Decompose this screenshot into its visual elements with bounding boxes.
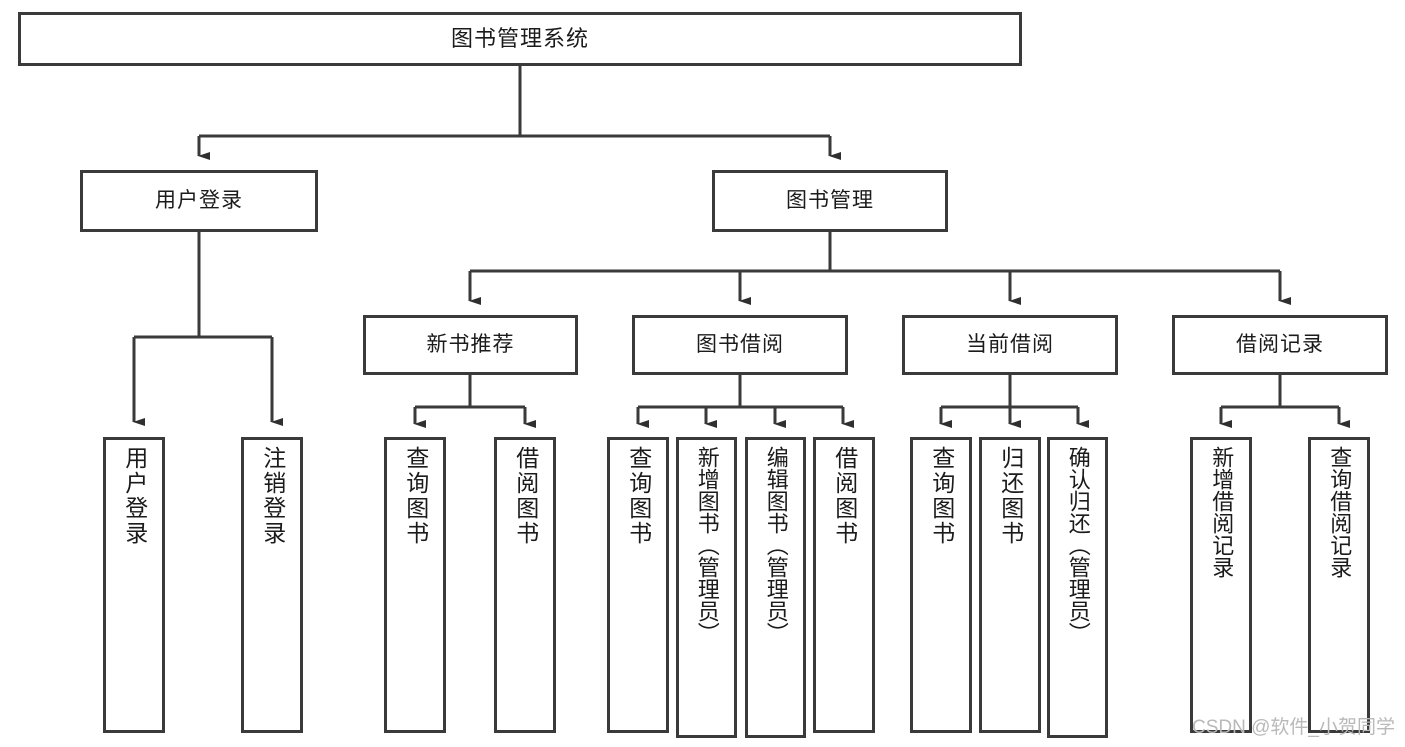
leaf-edit-book-admin-label: 编辑图书（管理员） — [763, 446, 789, 644]
leaf-add-borrow-record-label: 新增借阅记录 — [1209, 446, 1235, 578]
node-user-login[interactable]: 用户登录 — [80, 170, 318, 232]
node-root-label: 图书管理系统 — [450, 26, 589, 52]
leaf-return-book[interactable]: 归还图书 — [979, 437, 1041, 733]
leaf-user-login-label: 用户登录 — [121, 446, 148, 546]
node-new-book-recommend[interactable]: 新书推荐 — [363, 315, 578, 375]
leaf-borrow-book[interactable]: 借阅图书 — [813, 437, 875, 733]
watermark-text: CSDN @软件_小贺同学 — [1192, 717, 1395, 738]
leaf-logout-label: 注销登录 — [259, 446, 286, 546]
leaf-query-borrow-record-label: 查询借阅记录 — [1327, 446, 1353, 578]
leaf-user-login[interactable]: 用户登录 — [103, 437, 165, 733]
leaf-query-borrow-record[interactable]: 查询借阅记录 — [1308, 437, 1370, 733]
node-book-management-label: 图书管理 — [786, 188, 874, 212]
leaf-query-book-label: 查询图书 — [625, 446, 652, 546]
leaf-query-book-recommend[interactable]: 查询图书 — [384, 437, 446, 733]
node-root[interactable]: 图书管理系统 — [18, 12, 1022, 66]
leaf-query-book-recommend-label: 查询图书 — [402, 446, 429, 546]
node-borrow-record[interactable]: 借阅记录 — [1172, 315, 1388, 375]
node-current-borrow-label: 当前借阅 — [966, 332, 1054, 356]
leaf-logout[interactable]: 注销登录 — [241, 437, 303, 733]
node-user-login-label: 用户登录 — [155, 188, 243, 212]
leaf-confirm-return-admin-label: 确认归还（管理员） — [1065, 446, 1091, 644]
leaf-add-book-admin-label: 新增图书（管理员） — [694, 446, 720, 644]
leaf-query-book-current-label: 查询图书 — [928, 446, 955, 546]
node-new-book-recommend-label: 新书推荐 — [426, 332, 515, 356]
node-borrow-record-label: 借阅记录 — [1236, 332, 1324, 356]
leaf-query-book-current[interactable]: 查询图书 — [910, 437, 972, 733]
node-current-borrow[interactable]: 当前借阅 — [902, 315, 1118, 375]
leaf-query-book[interactable]: 查询图书 — [607, 437, 669, 733]
leaf-edit-book-admin[interactable]: 编辑图书（管理员） — [745, 437, 806, 738]
leaf-borrow-book-recommend[interactable]: 借阅图书 — [494, 437, 556, 733]
leaf-return-book-label: 归还图书 — [997, 446, 1024, 546]
node-book-management[interactable]: 图书管理 — [712, 170, 948, 232]
leaf-add-borrow-record[interactable]: 新增借阅记录 — [1190, 437, 1252, 733]
leaf-add-book-admin[interactable]: 新增图书（管理员） — [676, 437, 737, 738]
node-book-borrow-label: 图书借阅 — [696, 332, 784, 356]
leaf-confirm-return-admin[interactable]: 确认归还（管理员） — [1047, 437, 1108, 738]
node-book-borrow[interactable]: 图书借阅 — [632, 315, 848, 375]
leaf-borrow-book-recommend-label: 借阅图书 — [512, 446, 539, 546]
leaf-borrow-book-label: 借阅图书 — [831, 446, 858, 546]
